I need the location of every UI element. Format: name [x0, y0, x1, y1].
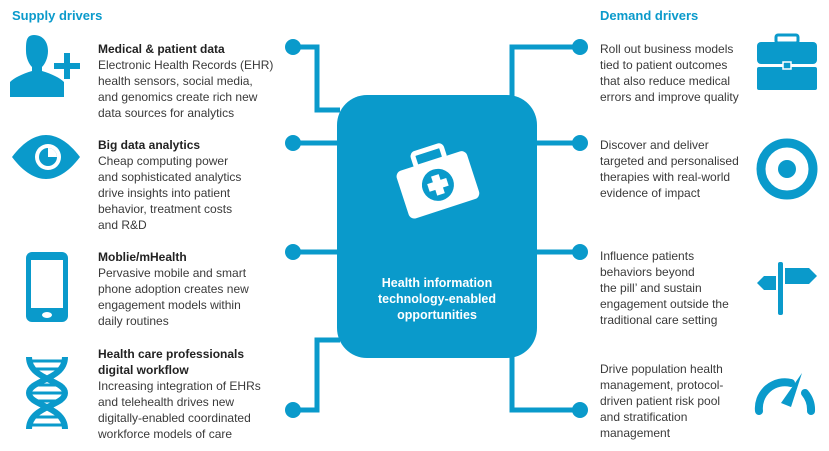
item-text: therapies with real-world [600, 170, 731, 184]
item-text: driven patient risk pool [600, 394, 721, 408]
eye-icon [12, 135, 80, 179]
signpost-icon [757, 262, 817, 315]
item-text: data sources for analytics [98, 106, 235, 120]
connector-dot [572, 244, 588, 260]
connector-dot [285, 39, 301, 55]
item-title: Medical & patient data [98, 42, 225, 56]
demand-item-patient-behaviors: Influence patients behaviors beyond the … [600, 248, 800, 328]
connector-dot [285, 135, 301, 151]
item-text: traditional care setting [600, 313, 718, 327]
item-text: tied to patient outcomes [600, 58, 728, 72]
item-text: behaviors beyond [600, 265, 695, 279]
item-text: engagement models within [98, 298, 241, 312]
hub-label-line: Health information [381, 276, 493, 290]
item-text: behavior, treatment costs [98, 202, 233, 216]
item-text: management, protocol- [600, 378, 724, 392]
connector-dot [572, 402, 588, 418]
item-text: Pervasive mobile and smart [98, 266, 247, 280]
item-text: daily routines [98, 314, 169, 328]
item-text: Electronic Health Records (EHR) [98, 58, 274, 72]
item-text: Drive population health [600, 362, 723, 376]
speedometer-icon [754, 373, 815, 415]
central-hub: Health information technology-enabled op… [337, 95, 537, 358]
hub-label: Health information technology-enabled op… [337, 275, 537, 323]
item-text: workforce models of care [98, 427, 233, 441]
connector-dot [572, 135, 588, 151]
item-text: errors and improve quality [600, 90, 739, 104]
item-text: evidence of impact [600, 186, 701, 200]
smartphone-icon [26, 252, 68, 322]
item-title: Big data analytics [98, 138, 201, 152]
connector-dot [285, 244, 301, 260]
connector-dot [285, 402, 301, 418]
item-text: the pill’ and sustain [600, 281, 702, 295]
demand-item-population-health: Drive population health management, prot… [600, 361, 800, 441]
dna-icon [26, 356, 68, 430]
demand-drivers-heading: Demand drivers [600, 8, 699, 23]
hub-label-line: technology-enabled [377, 292, 497, 306]
item-text: Increasing integration of EHRs [98, 379, 261, 393]
item-text: and stratification [600, 410, 688, 424]
item-text: and R&D [98, 218, 147, 232]
item-text: engagement outside the [600, 297, 729, 311]
item-text: and telehealth drives new [98, 395, 235, 409]
briefcase-icon [757, 33, 817, 90]
item-title: Health care professionals [98, 347, 245, 361]
item-text: Roll out business models [600, 42, 734, 56]
supply-item-medical-patient-data: Medical & patient data Electronic Health… [98, 41, 298, 121]
item-title: digital workflow [98, 363, 189, 377]
target-icon [756, 138, 818, 200]
item-text: Cheap computing power [98, 154, 229, 168]
demand-item-business-models: Roll out business models tied to patient… [600, 41, 800, 105]
supply-drivers-heading: Supply drivers [12, 8, 103, 23]
item-text: phone adoption creates new [98, 282, 249, 296]
hub-label-line: opportunities [397, 308, 477, 322]
item-text: Influence patients [600, 249, 695, 263]
supply-item-big-data-analytics: Big data analytics Cheap computing power… [98, 137, 298, 233]
item-text: Discover and deliver [600, 138, 709, 152]
user-plus-icon [10, 35, 80, 97]
item-text: management [600, 426, 671, 440]
connector-dot [572, 39, 588, 55]
supply-item-digital-workflow: Health care professionals digital workfl… [98, 346, 298, 442]
item-text: drive insights into patient [98, 186, 231, 200]
item-text: that also reduce medical [600, 74, 731, 88]
item-text: targeted and personalised [600, 154, 739, 168]
item-text: and sophisticated analytics [98, 170, 242, 184]
demand-item-personalised-therapies: Discover and deliver targeted and person… [600, 137, 800, 201]
item-text: and genomics create rich new [98, 90, 258, 104]
item-title: Moblie/mHealth [98, 250, 187, 264]
item-text: health sensors, social media, [98, 74, 253, 88]
medical-kit-icon [396, 143, 480, 219]
item-text: digitally-enabled coordinated [98, 411, 251, 425]
supply-item-mhealth: Moblie/mHealth Pervasive mobile and smar… [98, 249, 298, 329]
